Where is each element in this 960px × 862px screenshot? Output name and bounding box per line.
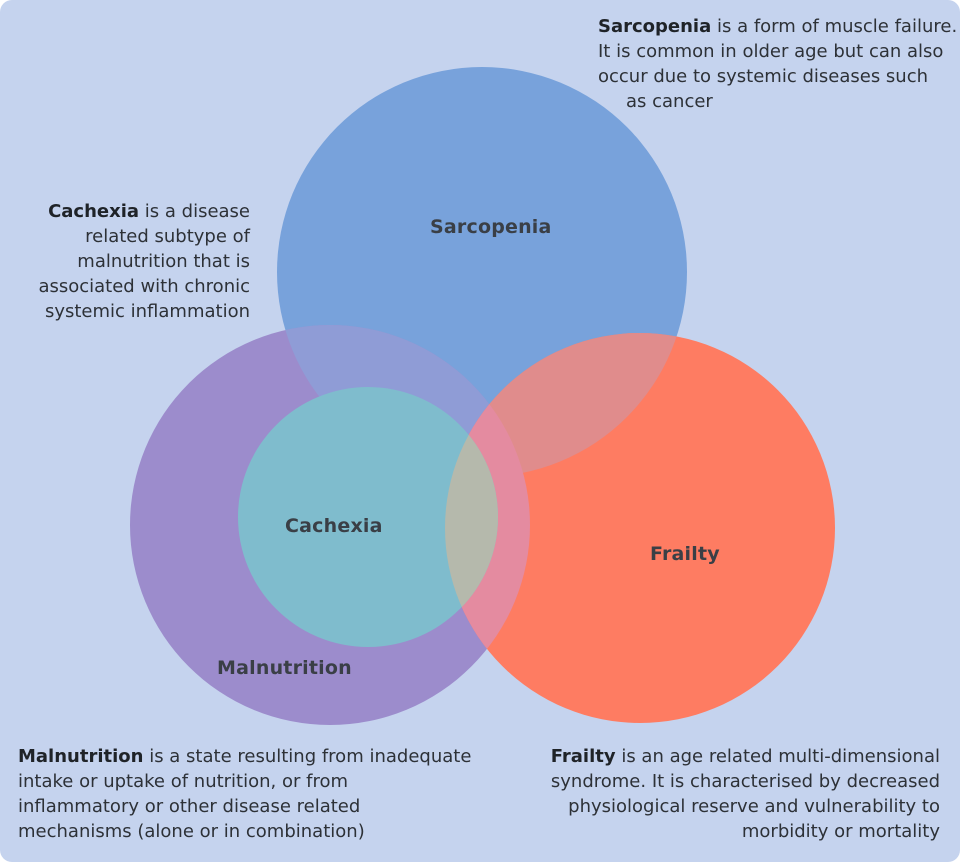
cachexia-desc-line5: systemic inflammation — [44, 301, 250, 322]
malnutrition-circle-label: Malnutrition — [217, 657, 352, 679]
cachexia-desc-line3: malnutrition that is — [77, 251, 250, 272]
malnutrition-desc-line3: inflammatory or other disease related — [18, 796, 361, 817]
sarcopenia-frailty-overlap — [445, 333, 687, 477]
cachexia-desc-line2: related subtype of — [85, 226, 250, 247]
malnutrition-desc-line2: intake or uptake of nutrition, or from — [18, 771, 349, 792]
sarcopenia-desc-line4: as cancer — [626, 91, 713, 112]
sarcopenia-desc-line2: It is common in older age but can also — [598, 41, 944, 62]
frailty-description: Frailty is an age related multi-dimensio… — [490, 744, 940, 844]
cachexia-description: Cachexia is a disease related subtype of… — [10, 199, 250, 324]
cachexia-term: Cachexia — [48, 201, 140, 222]
sarcopenia-circle-label: Sarcopenia — [430, 216, 552, 238]
sarcopenia-desc-line3: occur due to systemic diseases such — [598, 66, 929, 87]
cachexia-desc-line4: associated with chronic — [38, 276, 250, 297]
sarcopenia-description: Sarcopenia is a form of muscle failure. … — [598, 14, 958, 114]
frailty-term: Frailty — [550, 746, 616, 767]
frailty-desc-line3: physiological reserve and vulnerability … — [568, 796, 940, 817]
malnutrition-desc-line4: mechanisms (alone or in combination) — [18, 821, 365, 842]
frailty-circle-label: Frailty — [650, 543, 720, 565]
sarcopenia-desc-line1: is a form of muscle failure. — [711, 16, 958, 37]
malnutrition-term: Malnutrition — [18, 746, 144, 767]
cachexia-desc-line1: is a disease — [139, 201, 250, 222]
cachexia-circle — [238, 387, 498, 647]
frailty-desc-line2: syndrome. It is characterised by decreas… — [550, 771, 940, 792]
frailty-desc-line4: morbidity or mortality — [741, 821, 940, 842]
malnutrition-description: Malnutrition is a state resulting from i… — [18, 744, 488, 844]
sarcopenia-term: Sarcopenia — [598, 16, 712, 37]
cachexia-circle-label: Cachexia — [285, 515, 383, 537]
frailty-desc-line1: is an age related multi-dimensional — [615, 746, 940, 767]
malnutrition-desc-line1: is a state resulting from inadequate — [143, 746, 472, 767]
